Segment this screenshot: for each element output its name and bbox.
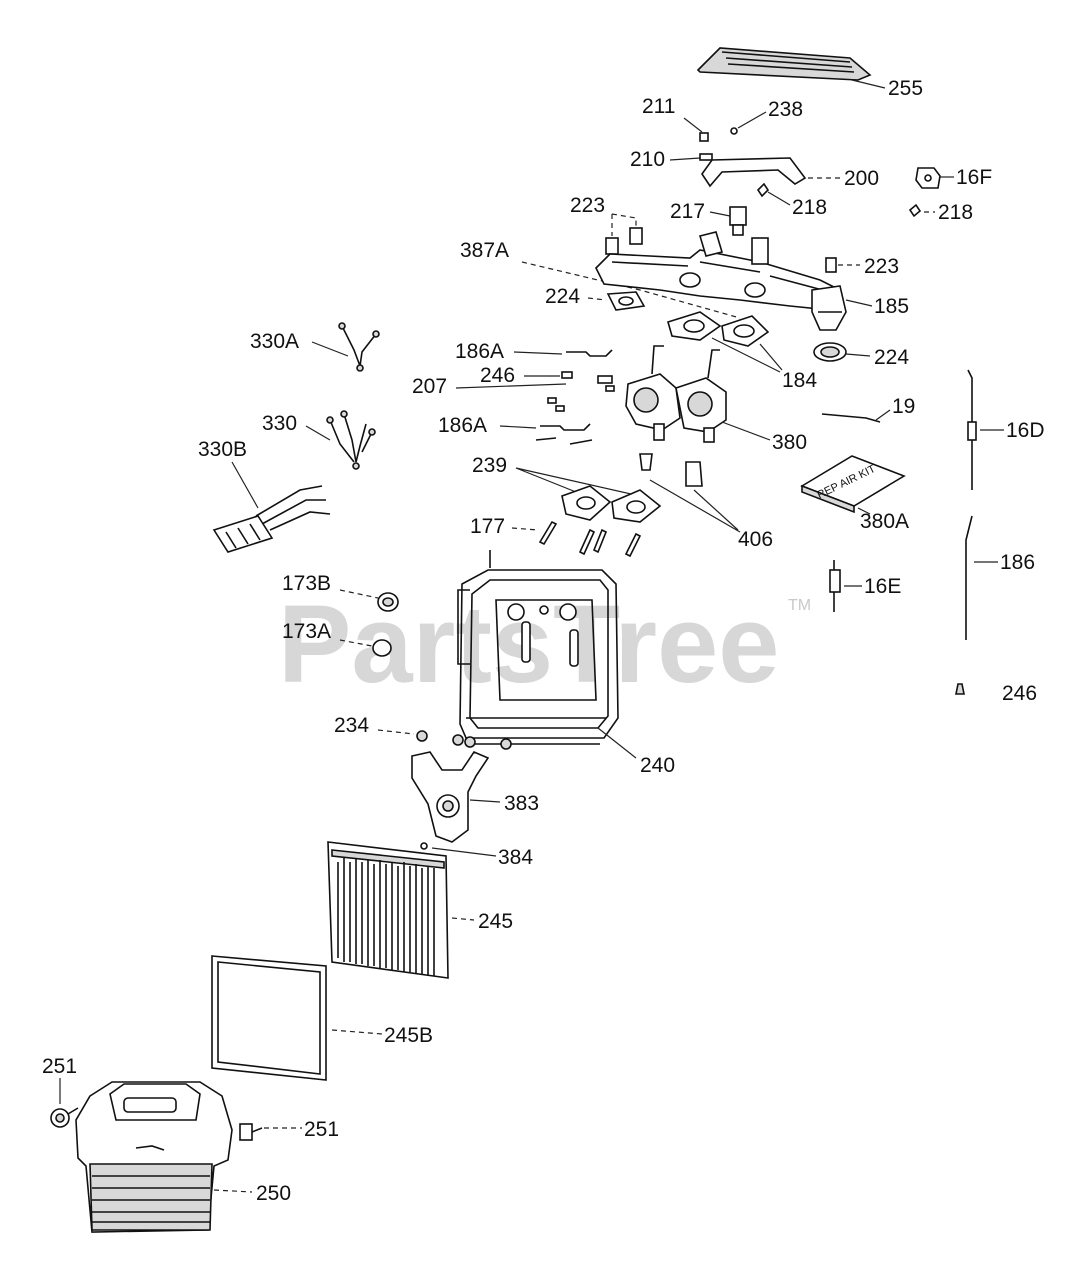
callout-251-a: 251 xyxy=(42,1055,77,1078)
callout-245: 245 xyxy=(478,910,513,933)
callout-239: 239 xyxy=(472,454,507,477)
part-173A-grommet xyxy=(372,639,392,657)
callout-255: 255 xyxy=(888,77,923,100)
part-16D-rod xyxy=(967,369,977,490)
part-251-knob-a xyxy=(50,1107,79,1128)
part-16F-tab xyxy=(915,167,941,189)
part-255-top-cover xyxy=(696,47,872,81)
callout-16F: 16F xyxy=(956,166,992,189)
callout-224-a: 224 xyxy=(545,285,580,308)
callout-330B: 330B xyxy=(198,438,247,461)
part-238-washer xyxy=(730,127,738,135)
callout-186: 186 xyxy=(1000,551,1035,574)
part-200-bracket xyxy=(701,157,807,188)
callout-250: 250 xyxy=(256,1182,291,1205)
callout-238: 238 xyxy=(768,98,803,121)
callout-387A: 387A xyxy=(460,239,509,262)
part-173B-grommet xyxy=(377,592,399,612)
callout-384: 384 xyxy=(498,846,533,869)
callout-173B: 173B xyxy=(282,572,331,595)
part-380A-repair-kit: REP AIR KIT xyxy=(800,455,906,514)
part-384-clip xyxy=(420,842,428,850)
callout-246-a: 246 xyxy=(480,364,515,387)
callout-240: 240 xyxy=(640,754,675,777)
callout-330: 330 xyxy=(262,412,297,435)
callout-406: 406 xyxy=(738,528,773,551)
callout-330A: 330A xyxy=(250,330,299,353)
part-380-carburetor-assembly xyxy=(625,345,727,443)
callout-186A-a: 186A xyxy=(455,340,504,363)
callout-251-b: 251 xyxy=(304,1118,339,1141)
part-177-screws xyxy=(538,520,642,558)
callout-245B: 245B xyxy=(384,1024,433,1047)
callout-211: 211 xyxy=(642,95,675,118)
part-223-bolt-a1 xyxy=(629,227,643,245)
callout-19: 19 xyxy=(892,395,915,418)
callout-383: 383 xyxy=(504,792,539,815)
callout-218-a: 218 xyxy=(792,196,827,219)
watermark-trademark: TM xyxy=(788,597,811,614)
callout-380A: 380A xyxy=(860,510,909,533)
callout-234: 234 xyxy=(334,714,369,737)
part-207-pins xyxy=(547,385,615,412)
callout-210: 210 xyxy=(630,148,665,171)
part-246-small-parts xyxy=(561,371,613,384)
part-218-pin-a xyxy=(756,182,770,198)
callout-184: 184 xyxy=(782,369,817,392)
callout-380: 380 xyxy=(772,431,807,454)
part-19-line xyxy=(821,413,881,423)
part-383-bracket xyxy=(411,751,490,843)
part-211-screw xyxy=(699,132,709,142)
part-16E-spring xyxy=(829,560,841,612)
callout-186A-b: 186A xyxy=(438,414,487,437)
part-250-air-cleaner-cover xyxy=(75,1081,233,1233)
callout-177: 177 xyxy=(470,515,505,538)
part-224-gasket-b xyxy=(813,342,847,362)
part-210-clip xyxy=(699,153,713,161)
callout-16E: 16E xyxy=(864,575,901,598)
part-223-bolt-a2 xyxy=(605,237,619,255)
part-330B-connector xyxy=(212,485,331,553)
part-186A-link-a xyxy=(566,349,613,357)
part-240-air-cleaner-base xyxy=(457,550,619,745)
callout-217: 217 xyxy=(670,200,705,223)
part-217-solenoid xyxy=(729,206,747,236)
part-239-gaskets xyxy=(561,485,662,523)
part-185-elbow xyxy=(811,285,847,331)
callout-173A: 173A xyxy=(282,620,331,643)
part-251-knob-b xyxy=(239,1123,263,1141)
callout-224-b: 224 xyxy=(874,346,909,369)
callout-207: 207 xyxy=(412,375,447,398)
part-234-nuts xyxy=(416,730,512,750)
callout-200: 200 xyxy=(844,167,879,190)
part-186-wire xyxy=(965,515,973,640)
part-218-pin-b xyxy=(908,203,922,218)
part-246-small xyxy=(955,683,965,695)
part-330A-wire-harness xyxy=(338,322,380,372)
callout-223-a: 223 xyxy=(570,194,605,217)
callout-246-b: 246 xyxy=(1002,682,1037,705)
callout-223-b: 223 xyxy=(864,255,899,278)
part-223-bolt-b xyxy=(825,257,837,273)
part-330-wire-harness xyxy=(326,410,376,470)
callout-16D: 16D xyxy=(1006,419,1045,442)
part-186A-link-b xyxy=(535,423,593,445)
part-245-pleated-filter xyxy=(327,841,449,979)
part-406-jets xyxy=(639,453,703,487)
part-245B-pre-cleaner xyxy=(211,955,327,1081)
callout-185: 185 xyxy=(874,295,909,318)
part-224-gasket-a xyxy=(606,291,646,311)
callout-218-b: 218 xyxy=(938,201,973,224)
part-184-gaskets xyxy=(667,311,770,347)
